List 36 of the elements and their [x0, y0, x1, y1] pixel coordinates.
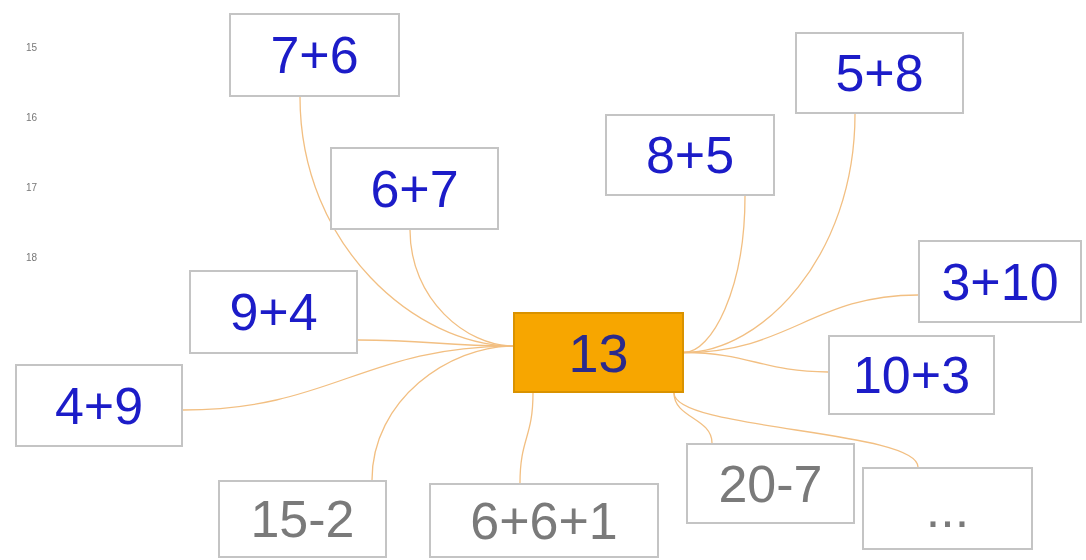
expression-text: ... — [925, 482, 970, 535]
expression-box — [605, 114, 775, 196]
connector-curve — [683, 351, 829, 373]
expression-text: 20-7 — [718, 457, 823, 510]
expression-box — [795, 32, 964, 114]
expression-text: 10+3 — [852, 349, 971, 401]
line-number: 15 — [26, 42, 38, 53]
expression-box — [189, 270, 358, 354]
connector-curve — [683, 195, 746, 354]
expression-box — [828, 335, 995, 415]
expression-box — [686, 443, 855, 524]
expression-box — [330, 147, 499, 230]
expression-text: 3+10 — [941, 255, 1059, 308]
connector-curve — [519, 392, 534, 484]
expression-text: 6+6+1 — [470, 494, 618, 547]
expression-text: 6+7 — [370, 162, 459, 215]
expression-box — [15, 364, 183, 447]
expression-text: 15-2 — [250, 493, 355, 545]
expression-box — [862, 467, 1033, 550]
expression-text: 7+6 — [270, 29, 359, 81]
connector-curve — [371, 345, 514, 481]
expression-text: 9+4 — [229, 286, 318, 338]
expression-text: 8+5 — [645, 129, 735, 181]
expression-text: 4+9 — [54, 379, 144, 432]
expression-box — [218, 480, 387, 558]
line-number: 17 — [26, 182, 38, 193]
connector-curve — [673, 392, 919, 468]
expression-box — [918, 240, 1082, 323]
line-number: 16 — [26, 112, 38, 123]
line-number: 18 — [26, 252, 38, 263]
expression-box — [229, 13, 400, 97]
expression-text: 5+8 — [835, 47, 924, 99]
result-number: 13 — [568, 325, 629, 380]
connector-curve — [673, 392, 713, 444]
expression-box — [429, 483, 659, 558]
result-box — [513, 312, 684, 393]
